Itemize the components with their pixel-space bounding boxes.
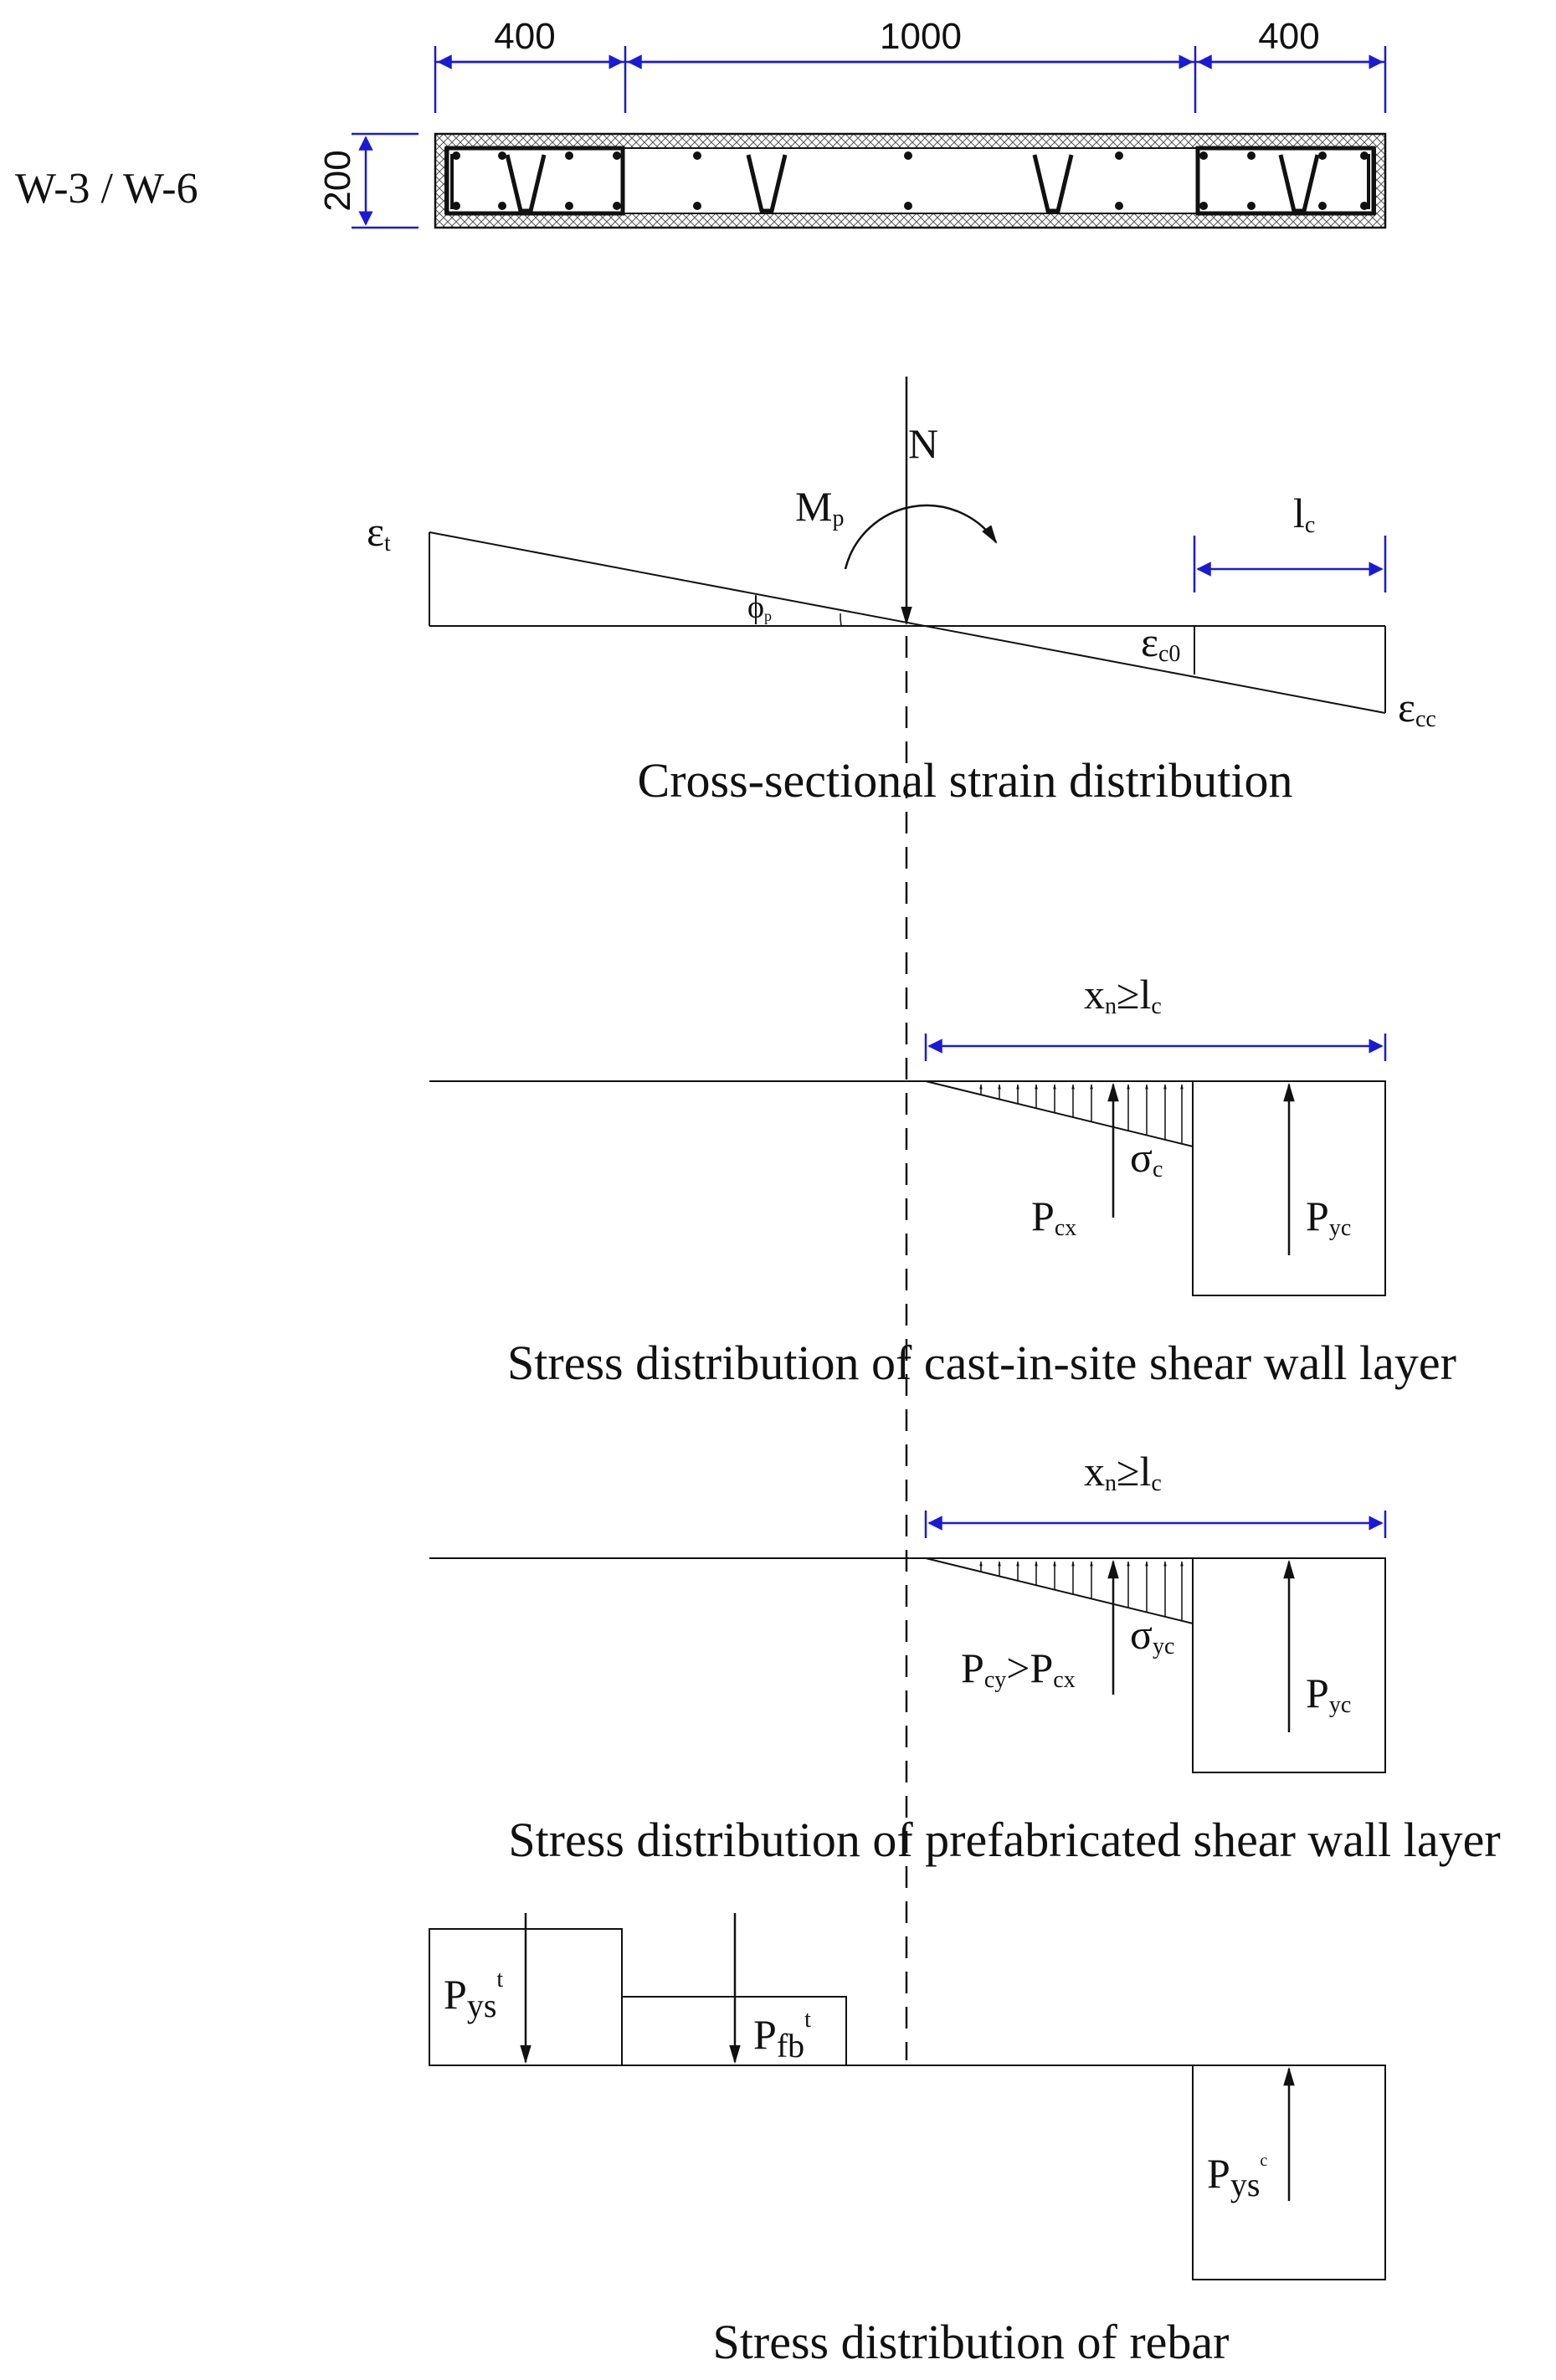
rebar-pfbt-label: Pfbt — [753, 2007, 811, 2065]
section-label: W-3 / W-6 — [15, 165, 198, 213]
strain-profile-line — [429, 531, 1386, 714]
prefab-pyc-label: Pyc — [1306, 1670, 1351, 1718]
prefab-pcy-label: Pcy>Pcx — [961, 1644, 1076, 1693]
truss-rebar-2 — [746, 154, 788, 213]
cross-section: W-3 / W-6 400 1000 400 200 — [15, 16, 1387, 229]
dim-label-1: 400 — [494, 16, 555, 57]
truss-rebar-3 — [1032, 154, 1074, 213]
castinsite-stress-triangle — [925, 1080, 1194, 1148]
castinsite-stress-arrows — [979, 1084, 1184, 1143]
truss-rebar-4 — [1278, 154, 1320, 213]
prefab-stress-triangle — [925, 1557, 1194, 1625]
moment-arc — [844, 504, 998, 570]
lc-label: lc — [1293, 490, 1315, 538]
castinsite-caption: Stress distribution of cast-in-site shea… — [507, 1336, 1456, 1390]
stirrup-right — [1195, 146, 1376, 216]
dim-label-2: 1000 — [880, 16, 962, 57]
rebar-caption: Stress distribution of rebar — [713, 2315, 1230, 2369]
strain-phi-label: ϕp — [747, 590, 772, 625]
castinsite-stress: xn≥lc σc Pcx Pyc Stress distribution of … — [429, 971, 1456, 1390]
prefab-caption: Stress distribution of prefabricated she… — [508, 1813, 1500, 1867]
castinsite-pcx-label: Pcx — [1031, 1193, 1076, 1241]
moment-label: Mp — [795, 483, 844, 531]
dim-height-label: 200 — [317, 150, 358, 211]
castinsite-xn-label: xn≥lc — [1084, 971, 1162, 1019]
strain-eps-cc-label: εcc — [1398, 684, 1436, 732]
rebar-compression-block-ys — [1192, 2065, 1386, 2280]
rebar-pysc-label: Pysc — [1207, 2150, 1267, 2203]
strain-distribution: N Mp εt ϕp εc0 εcc lc Cross-sectional st… — [367, 377, 1436, 808]
prefab-stress-arrows — [979, 1561, 1184, 1620]
strain-eps-t-label: εt — [367, 508, 391, 557]
truss-rebar-1 — [505, 154, 547, 213]
prefab-xn-label: xn≥lc — [1084, 1448, 1162, 1496]
phi-angle-arc — [840, 613, 842, 627]
prefab-stress: xn≥lc σyc Pcy>Pcx Pyc Stress distributio… — [429, 1448, 1501, 1867]
dim-label-3: 400 — [1258, 16, 1319, 57]
strain-eps-c0-label: εc0 — [1141, 618, 1180, 667]
castinsite-boundary-block — [1192, 1080, 1386, 1296]
castinsite-pyc-label: Pyc — [1306, 1193, 1351, 1241]
rebar-stress: Pyst Pfbt Pysc Stress distribution of re… — [429, 1913, 1386, 2369]
rebar-pyst-label: Pyst — [444, 1967, 503, 2024]
castinsite-sigma-label: σc — [1130, 1134, 1163, 1182]
rebar-dots — [452, 151, 1369, 210]
stirrup-left — [444, 146, 625, 216]
prefab-sigma-label: σyc — [1130, 1611, 1174, 1659]
prefab-boundary-block — [1192, 1557, 1386, 1773]
axial-load-label: N — [908, 420, 938, 467]
strain-caption: Cross-sectional strain distribution — [638, 753, 1293, 808]
